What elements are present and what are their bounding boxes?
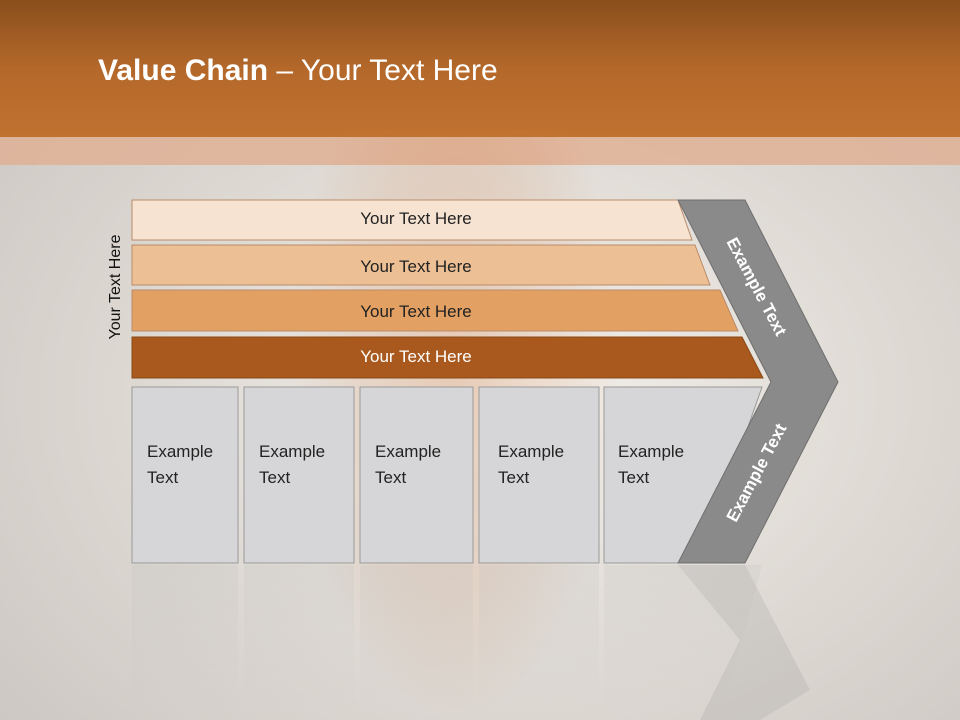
- box-2: [243, 386, 355, 564]
- page-title: Value Chain – Your Text Here: [98, 54, 498, 88]
- bar-3-label: Your Text Here: [360, 302, 472, 321]
- bar-4: [131, 336, 764, 379]
- box-1: [131, 386, 239, 564]
- header-band: [0, 137, 960, 165]
- title-rest: – Your Text Here: [268, 54, 498, 87]
- box-1-line1: Example: [147, 442, 214, 461]
- box-2-line1: Example: [259, 442, 326, 461]
- bar-4-label: Your Text Here: [360, 347, 472, 366]
- chevron-reflection: [678, 565, 810, 720]
- box-3: [359, 386, 474, 564]
- title-bold: Value Chain: [98, 54, 269, 87]
- box-3-line1: Example: [375, 442, 442, 461]
- box-5-line2: Text: [618, 468, 650, 487]
- header-bar: [0, 0, 960, 137]
- box-5-line1: Example: [618, 442, 685, 461]
- box-1-line2: Text: [147, 468, 179, 487]
- box-3-line2: Text: [375, 468, 407, 487]
- chevron-arrow: [677, 199, 839, 564]
- bar-2: [131, 244, 711, 286]
- box-4-line1: Example: [498, 442, 565, 461]
- bar-1-label: Your Text Here: [360, 209, 472, 228]
- box-2-line2: Text: [259, 468, 291, 487]
- bar-1: [131, 199, 693, 241]
- box-4: [478, 386, 600, 564]
- bar-2-label: Your Text Here: [360, 257, 472, 276]
- bar-3: [131, 289, 739, 332]
- box-4-line2: Text: [498, 468, 530, 487]
